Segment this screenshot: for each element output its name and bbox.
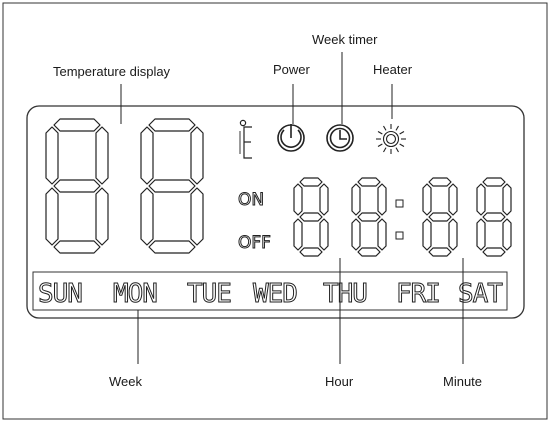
temperature-digits — [45, 118, 204, 254]
minute-label: Minute — [443, 374, 482, 389]
heater-ray — [395, 125, 399, 131]
hour-digit-units — [351, 177, 387, 257]
heater-ray — [383, 147, 387, 153]
power-icon — [277, 124, 305, 152]
temp-digit-tens — [45, 118, 109, 254]
leader-lines — [120, 52, 464, 364]
day-tue: TUE — [187, 279, 231, 309]
minute-digit-tens — [422, 177, 458, 257]
on-label: ON — [238, 190, 264, 210]
heater-sun-icon — [376, 124, 406, 154]
minute-digit-units — [476, 177, 512, 257]
heater-ray — [399, 143, 405, 147]
heater-ray — [395, 147, 399, 153]
celsius-icon — [239, 119, 252, 159]
heater-label: Heater — [373, 62, 413, 77]
time-digits — [293, 177, 512, 257]
time-colon — [395, 199, 404, 240]
power-label: Power — [273, 62, 311, 77]
lcd-panel — [26, 105, 525, 319]
heater-ray — [399, 131, 405, 135]
heater-ray — [377, 143, 383, 147]
temp-digit-units — [140, 118, 204, 254]
week-label: Week — [109, 374, 142, 389]
heater-ray — [377, 131, 383, 135]
day-sun: SUN — [38, 279, 82, 309]
heater-ray — [383, 125, 387, 131]
clock-icon — [326, 124, 354, 152]
week-day-band — [32, 271, 508, 311]
hour-label: Hour — [325, 374, 354, 389]
week-days: SUN MON TUE WED THU FRI SAT — [38, 279, 505, 310]
day-thu: THU — [323, 279, 367, 309]
temperature-display-label: Temperature display — [53, 64, 171, 79]
week-timer-label: Week timer — [312, 32, 378, 47]
day-mon: MON — [113, 279, 157, 309]
day-sat: SAT — [458, 279, 503, 309]
day-fri: FRI — [396, 279, 440, 309]
off-label: OFF — [238, 233, 271, 253]
hour-digit-tens — [293, 177, 329, 257]
day-wed: WED — [253, 279, 297, 309]
